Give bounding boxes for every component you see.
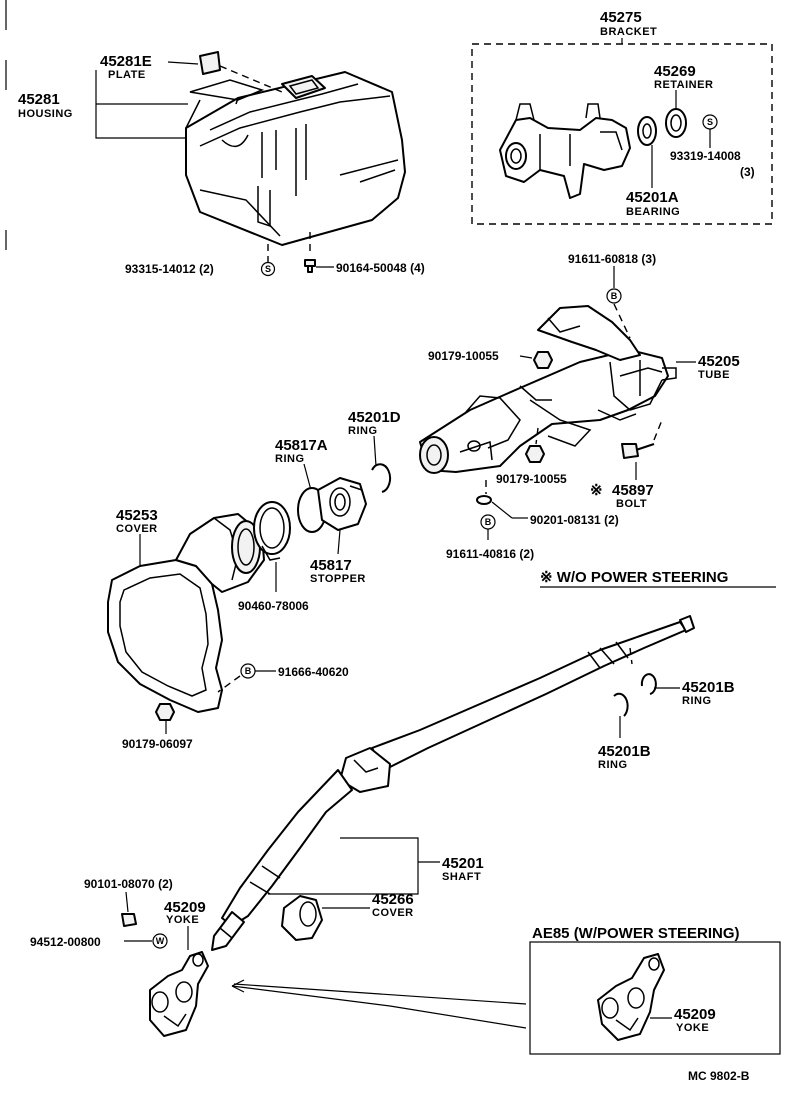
svg-text:S: S <box>265 264 271 274</box>
ring-a-name: RING <box>275 453 305 465</box>
cover-group: 45253 COVER 90460-78006 B 91666-40620 90… <box>107 501 349 751</box>
cover-pn: 45253 <box>116 507 158 524</box>
inset-yoke-part <box>597 953 665 1041</box>
inset-yoke-name: YOKE <box>676 1022 709 1034</box>
tube-bolt-bottom-pn: 91611-40816 (2) <box>446 547 534 561</box>
washer-w-symbol <box>152 933 168 949</box>
cover-clamp-pn: 90460-78006 <box>238 599 309 613</box>
ring-b1-pn: 45201B <box>682 679 735 696</box>
shaft-pn: 45201 <box>442 855 484 872</box>
tube-marked-bolt-name: BOLT <box>616 498 647 510</box>
stopper-name: STOPPER <box>310 573 366 585</box>
svg-text:W: W <box>156 936 165 946</box>
tube-marked-bolt <box>621 443 655 459</box>
tube-pn: 45205 <box>698 353 740 370</box>
ring-b2-part <box>613 692 629 717</box>
svg-text:B: B <box>611 291 618 301</box>
ring-b1-part <box>640 673 657 695</box>
shaft-name: SHAFT <box>442 871 481 883</box>
shaft-cover-pn: 45266 <box>372 891 414 908</box>
cover-nut <box>155 703 175 721</box>
retainer-pn: 45269 <box>654 63 696 80</box>
svg-text:S: S <box>707 117 713 127</box>
cover-bolt-pn: 91666-40620 <box>278 665 349 679</box>
tube-nut-upper-pn: 90179-10055 <box>428 349 499 363</box>
power-steering-note: ※ W/O POWER STEERING <box>540 569 776 588</box>
ring-b2-pn: 45201B <box>598 743 651 760</box>
diagram-code: MC 9802-B <box>688 1069 750 1083</box>
housing-group: 45281E PLATE 45281 HOUSING 93315-14012 (… <box>18 51 425 277</box>
shaft-cover-name: COVER <box>372 907 414 919</box>
inset-title: AE85 (W/POWER STEERING) <box>532 925 740 942</box>
stopper-pn: 45817 <box>310 557 352 574</box>
shaft-group: 45201B RING 45201B RING 45201 SHAFT 4526… <box>211 615 735 951</box>
tube-name: TUBE <box>698 369 730 381</box>
cover-nut-pn: 90179-06097 <box>122 737 193 751</box>
tube-group: 91611-60818 (3) B 90179-10055 90179-1005… <box>419 252 740 561</box>
tube-marked-bolt-pn: 45897 <box>612 482 654 499</box>
cover-part <box>107 559 223 713</box>
yoke-part <box>149 951 209 1037</box>
bolt-b-symbol <box>606 288 622 304</box>
ring-d-pn: 45201D <box>348 409 401 426</box>
housing-name: HOUSING <box>18 108 73 120</box>
tube-nut-lower <box>525 445 545 463</box>
retainer-part <box>665 108 687 138</box>
bracket-pn: 45275 <box>600 9 642 26</box>
tube-nut-lower-pn: 90179-10055 <box>496 472 567 486</box>
housing-bolt-pn: 90164-50048 (4) <box>336 261 425 275</box>
bearing-name: BEARING <box>626 206 680 218</box>
ring-d-name: RING <box>348 425 378 437</box>
tube-washer-pn: 90201-08131 (2) <box>530 513 619 527</box>
svg-text:B: B <box>245 666 252 676</box>
yoke-bolt-pn: 90101-08070 (2) <box>84 877 173 891</box>
yoke-name: YOKE <box>166 914 199 926</box>
retainer-name: RETAINER <box>654 79 713 91</box>
tube-marked-bolt-prefix: ※ <box>590 482 603 499</box>
tube-part <box>419 349 669 473</box>
ring-a-pn: 45817A <box>275 437 328 454</box>
bracket-box: 45275 BRACKET S 45269 RETAINER 93319-140… <box>471 9 773 225</box>
stopper-part <box>317 477 367 531</box>
ring-d-part <box>371 463 392 493</box>
tube-bolt-top-pn: 91611-60818 (3) <box>568 252 656 266</box>
housing-screw-pn: 93315-14012 (2) <box>125 262 214 276</box>
bracket-screw-qty: (3) <box>740 165 755 179</box>
bearing-pn: 45201A <box>626 189 679 206</box>
tube-washer <box>476 495 492 505</box>
rings-group: 45201D RING 45817A RING 45817 STOPPER <box>275 409 401 585</box>
housing-bolt <box>304 259 316 273</box>
inset-yoke-pn: 45209 <box>674 1006 716 1023</box>
power-steering-inset: AE85 (W/POWER STEERING) 45209 YOKE <box>529 925 781 1055</box>
svg-text:B: B <box>485 517 492 527</box>
bearing-part <box>637 116 657 146</box>
shaft-cover-part <box>281 895 323 941</box>
cover-name: COVER <box>116 523 158 535</box>
tube-nut-upper <box>533 351 553 369</box>
ring-b2-name: RING <box>598 759 628 771</box>
housing-pn: 45281 <box>18 91 60 108</box>
ring-b1-name: RING <box>682 695 712 707</box>
housing-plate-pn: 45281E <box>100 53 152 70</box>
yoke-bolt <box>121 913 137 927</box>
housing-plate-name: PLATE <box>108 69 146 81</box>
plate-part <box>199 51 221 75</box>
note-text: ※ W/O POWER STEERING <box>540 569 728 586</box>
screw-s-symbol <box>260 261 276 277</box>
bracket-screw-pn: 93319-14008 <box>670 149 741 163</box>
yoke-group: 90101-08070 (2) 94512-00800 W 45209 YOKE <box>30 877 527 1037</box>
yoke-pn: 45209 <box>164 899 206 916</box>
bracket-name: BRACKET <box>600 26 657 38</box>
yoke-washer-pn: 94512-00800 <box>30 935 101 949</box>
